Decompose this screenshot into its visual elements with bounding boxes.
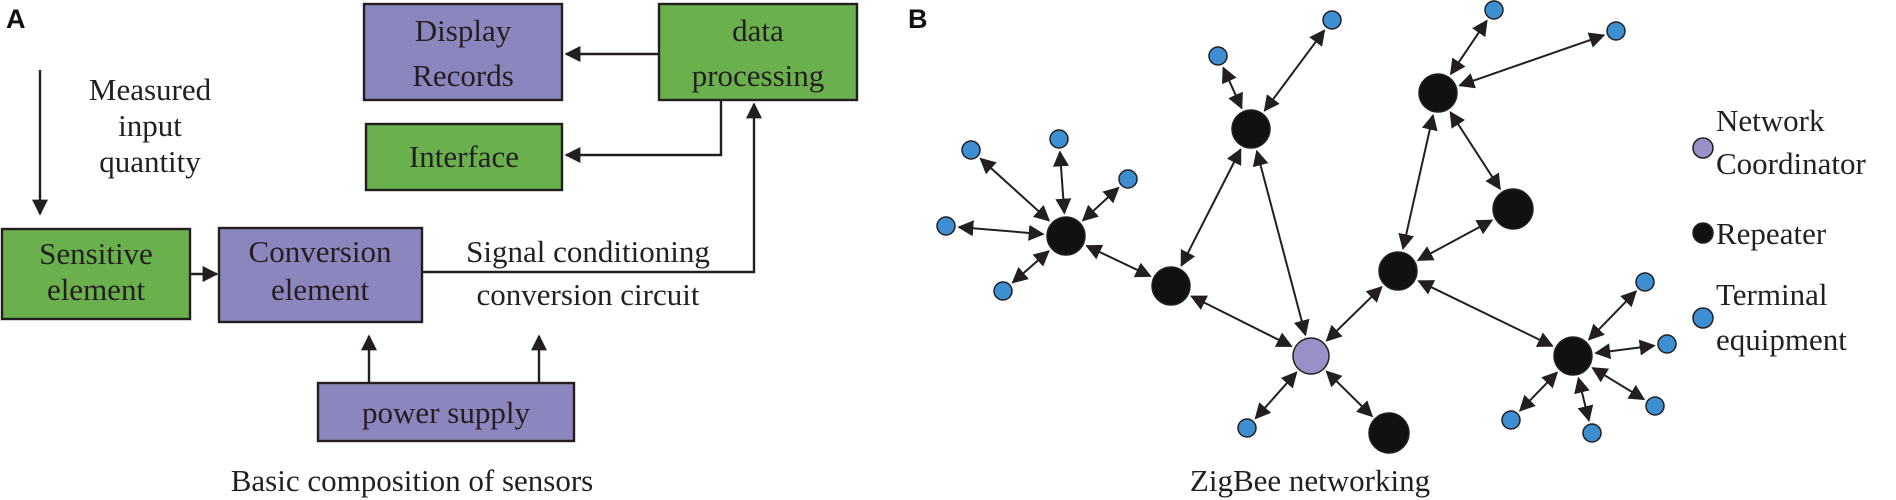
data-processing-line1: data [732, 13, 784, 48]
link-rG-t13 [1591, 367, 1646, 401]
terminal-node [1118, 169, 1138, 189]
legend-coordinator-line1: Network [1716, 103, 1825, 138]
interface-label: Interface [409, 139, 519, 174]
signal-path-arrow [423, 102, 762, 274]
repeater-node [1492, 188, 1534, 230]
terminal-node [1322, 10, 1342, 30]
sensitive-element-box [0, 227, 192, 321]
terminal-node [1049, 129, 1069, 149]
link-co-rB [1190, 295, 1293, 348]
legend-coordinator-marker [1692, 137, 1714, 159]
network-links [957, 19, 1656, 422]
input-label-line1: Measured [89, 72, 212, 107]
signal-label-line2: conversion circuit [477, 277, 700, 312]
terminal-node [1635, 272, 1655, 292]
link-rC-t6 [1221, 66, 1243, 110]
power-supply-box [316, 381, 576, 443]
terminal-node [1484, 0, 1504, 20]
conversion-element-line2: element [271, 272, 370, 307]
legend: Network Coordinator Repeater Terminal eq… [1692, 103, 1866, 357]
repeater-node [1231, 109, 1271, 149]
legend-terminal-marker [1692, 307, 1714, 329]
link-rA-t4 [957, 220, 1045, 241]
terminal-node [1582, 423, 1602, 443]
panel-b: B Network Coordinator Repeater Terminal … [908, 0, 1866, 498]
data-processing-line2: processing [692, 58, 825, 93]
sensitive-element-line1: Sensitive [39, 236, 153, 271]
terminal-node [961, 140, 981, 160]
data-processing-box [657, 2, 859, 102]
link-rE-t8 [1449, 19, 1488, 76]
interface-box [364, 122, 564, 192]
link-co-t10 [1254, 371, 1298, 420]
repeater-node [1046, 216, 1086, 256]
input-label-line3: quantity [99, 144, 201, 179]
panel-a-letter: A [6, 4, 26, 34]
link-rA-t1 [979, 157, 1051, 222]
terminal-node [993, 281, 1013, 301]
terminal-node [1208, 46, 1228, 66]
panel-b-letter: B [908, 4, 928, 34]
panel-a-caption: Basic composition of sensors [231, 463, 594, 498]
terminal-node [1237, 418, 1257, 438]
panel-a: A Measured input quantity Sensitive elem… [0, 2, 859, 498]
link-rA-t3 [1081, 186, 1120, 222]
link-rG-t14 [1574, 376, 1594, 422]
display-records-line2: Records [412, 58, 514, 93]
link-rF-rD [1416, 219, 1494, 261]
network-nodes [936, 0, 1677, 454]
link-rG-t11 [1587, 290, 1638, 341]
conversion-element-box [217, 226, 424, 324]
repeater-node [1553, 336, 1593, 376]
sensitive-element-line2: element [47, 272, 146, 307]
link-rE-rD [1398, 113, 1438, 251]
processing-to-interface-arrow [564, 101, 723, 163]
link-rE-rF [1449, 110, 1501, 191]
link-rA-rB [1085, 244, 1152, 278]
terminal-node [936, 216, 956, 236]
coordinator-node [1292, 337, 1330, 375]
terminal-node [1657, 334, 1677, 354]
legend-repeater-marker [1692, 222, 1714, 244]
display-records-box [362, 2, 564, 102]
link-rG-t12 [1594, 339, 1656, 360]
link-rC-t7 [1263, 29, 1326, 112]
legend-repeater-line1: Repeater [1716, 216, 1827, 251]
link-rA-t5 [1011, 250, 1050, 284]
terminal-node [1501, 410, 1521, 430]
legend-coordinator-line2: Coordinator [1716, 146, 1866, 181]
legend-terminal-line2: equipment [1716, 322, 1847, 357]
link-rD-co [1325, 285, 1383, 342]
link-rG-t15 [1518, 371, 1559, 412]
legend-terminal-line1: Terminal [1716, 277, 1827, 312]
input-label-line2: input [118, 108, 182, 143]
link-rD-rG [1417, 280, 1554, 347]
repeater-node [1378, 251, 1418, 291]
conversion-element-line1: Conversion [249, 234, 392, 269]
link-rE-t9 [1458, 32, 1606, 89]
link-co-rH [1325, 370, 1374, 418]
signal-label-line1: Signal conditioning [466, 234, 710, 269]
panel-b-caption: ZigBee networking [1190, 463, 1430, 498]
repeater-node [1151, 266, 1191, 306]
terminal-node [1606, 21, 1626, 41]
link-rA-t2 [1052, 150, 1072, 215]
repeater-node [1418, 73, 1458, 113]
power-supply-label: power supply [362, 395, 530, 430]
repeater-node [1368, 412, 1410, 454]
terminal-node [1645, 396, 1665, 416]
display-records-line1: Display [415, 13, 512, 48]
link-rC-co [1252, 149, 1310, 337]
link-rC-rB [1180, 148, 1242, 267]
